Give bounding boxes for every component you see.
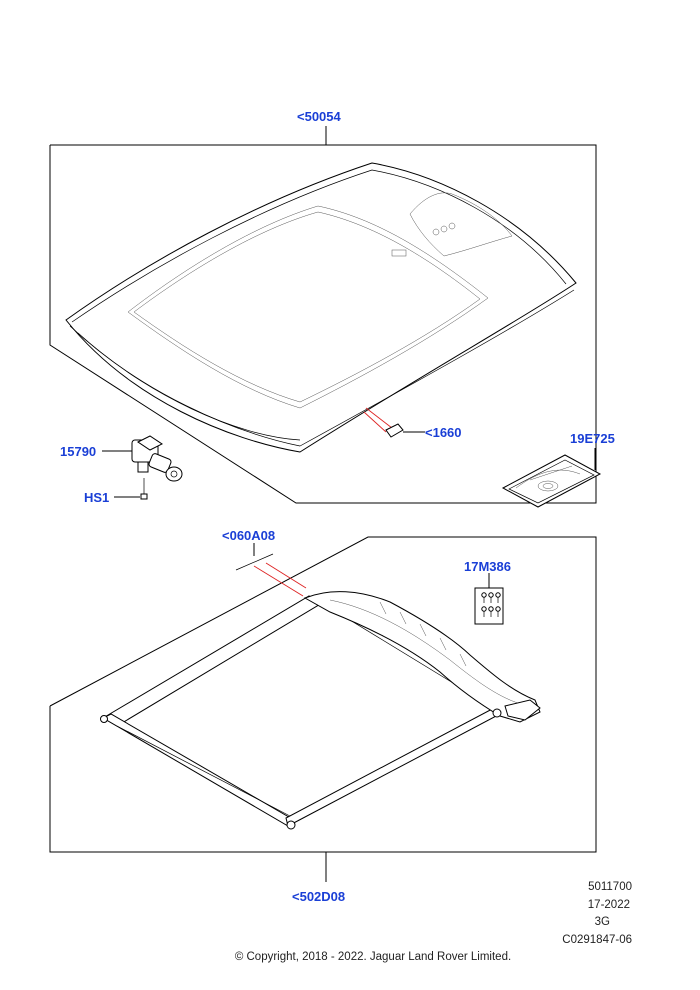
callout-deflector-clip: <1660 [425, 425, 462, 440]
callout-repair-kit: 19E725 [570, 431, 615, 446]
motor-screw [114, 478, 148, 500]
brand-logo-icon [432, 222, 456, 236]
copyright-notice: © Copyright, 2018 - 2022. Jaguar Land Ro… [235, 951, 511, 963]
callout-screw: HS1 [84, 490, 109, 505]
screw-icon [481, 592, 501, 617]
callout-motor: 15790 [60, 444, 96, 459]
deflector-clip [363, 407, 425, 438]
illustration-number: 5011700 [588, 881, 632, 893]
glass-roof-panel [65, 162, 577, 453]
illustration-revision: 3G [595, 916, 610, 928]
sunroof-motor [102, 435, 183, 482]
drive-cable [235, 543, 307, 597]
illustration-date: 17-2022 [588, 899, 630, 911]
callout-fasteners: 17M386 [464, 559, 511, 574]
sunblind-frame [100, 591, 541, 830]
callout-blind-frame: <502D08 [292, 889, 345, 904]
callout-roof-panel: <50054 [297, 109, 342, 124]
lower-group-frame [49, 536, 597, 882]
fastener-pack [474, 573, 504, 625]
upper-group-frame [49, 126, 597, 504]
illustration-code: C0291847-06 [562, 934, 632, 946]
callout-cable: <060A08 [222, 528, 275, 543]
repair-kit [501, 448, 602, 508]
